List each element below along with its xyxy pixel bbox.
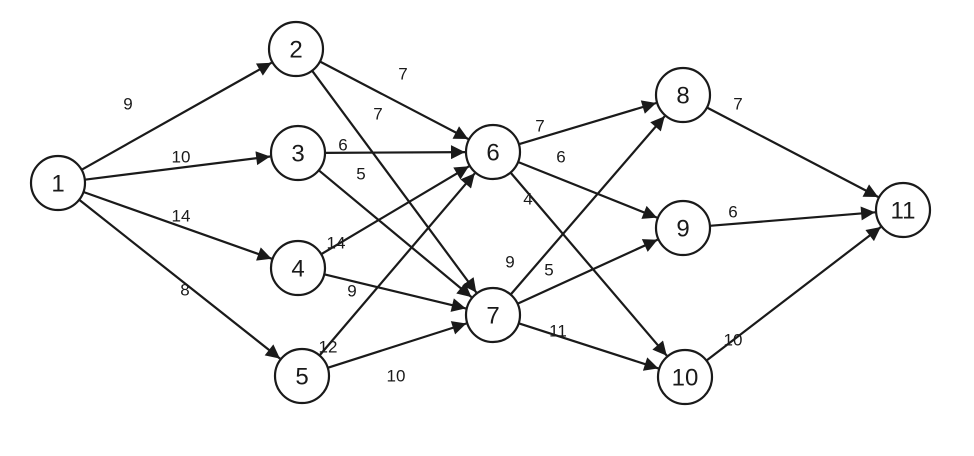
edge-1-to-5 — [78, 198, 281, 360]
node-circle — [29, 154, 87, 212]
node-label: 10 — [672, 365, 699, 392]
edge-weight-4-to-6: 14 — [327, 234, 346, 253]
edge-5-to-7 — [327, 321, 467, 369]
edge-weight-7-to-10: 11 — [549, 322, 567, 341]
node-circle — [267, 20, 325, 78]
edge-2-to-7 — [311, 70, 478, 294]
node-2: 2 — [267, 20, 325, 78]
edge-10-to-11 — [705, 226, 882, 362]
node-circle — [464, 286, 522, 344]
node-label: 4 — [291, 256, 304, 283]
node-circle — [874, 181, 932, 239]
edge-6-to-9 — [517, 160, 658, 219]
edge-weight-8-to-11: 7 — [733, 95, 742, 114]
edge-3-to-6 — [324, 145, 466, 160]
edge-weight-5-to-7: 10 — [387, 367, 406, 386]
edge-1-to-3 — [84, 151, 271, 181]
edge-7-to-8 — [509, 115, 666, 296]
edge-weight-1-to-4: 14 — [172, 207, 191, 226]
node-circle — [269, 239, 327, 297]
edge-weight-6-to-8: 7 — [535, 117, 544, 136]
edge-weight-3-to-7: 5 — [356, 165, 365, 184]
edge-weight-1-to-5: 8 — [180, 281, 189, 300]
edge-weight-10-to-11: 10 — [724, 331, 743, 350]
node-label: 1 — [51, 171, 64, 198]
edge-weight-3-to-6: 6 — [338, 136, 347, 155]
edge-9-to-11 — [709, 206, 876, 227]
node-6: 6 — [464, 123, 522, 181]
edge-weight-7-to-9: 5 — [544, 261, 553, 280]
edge-7-to-9 — [517, 238, 658, 305]
node-10: 10 — [656, 348, 714, 406]
node-11: 11 — [874, 181, 932, 239]
node-label: 7 — [486, 303, 499, 330]
node-1: 1 — [29, 154, 87, 212]
node-5: 5 — [273, 347, 331, 405]
edge-weight-2-to-7: 7 — [373, 105, 382, 124]
edge-weight-9-to-11: 6 — [728, 203, 737, 222]
edge-6-to-10 — [509, 171, 668, 357]
node-circle — [654, 66, 712, 124]
node-label: 9 — [676, 216, 689, 243]
node-circle — [654, 199, 712, 257]
node-label: 11 — [891, 198, 916, 225]
edge-weight-1-to-3: 10 — [172, 148, 191, 167]
edge-weight-4-to-7: 9 — [347, 282, 356, 301]
node-label: 2 — [289, 37, 302, 64]
node-7: 7 — [464, 286, 522, 344]
edge-5-to-6 — [318, 172, 476, 357]
edge-weight-5-to-6: 12 — [319, 338, 338, 357]
edge-1-to-4 — [83, 190, 272, 261]
edge-weight-6-to-10: 4 — [523, 190, 532, 209]
edge-weight-1-to-2: 9 — [123, 95, 132, 114]
node-circle — [656, 348, 714, 406]
edge-8-to-11 — [706, 106, 879, 198]
edge-7-to-10 — [518, 322, 659, 371]
node-8: 8 — [654, 66, 712, 124]
edge-weight-7-to-8: 9 — [505, 253, 514, 272]
edge-1-to-2 — [80, 61, 273, 171]
edge-6-to-8 — [518, 100, 657, 146]
node-circle — [464, 123, 522, 181]
node-4: 4 — [269, 239, 327, 297]
node-3: 3 — [269, 124, 327, 182]
edge-3-to-7 — [318, 169, 473, 298]
node-label: 6 — [486, 140, 499, 167]
edge-4-to-7 — [323, 273, 467, 312]
edge-weight-6-to-9: 6 — [556, 148, 565, 167]
edge-2-to-6 — [319, 60, 469, 140]
node-label: 5 — [295, 364, 308, 391]
edge-weight-2-to-6: 7 — [398, 65, 407, 84]
node-9: 9 — [654, 199, 712, 257]
node-label: 8 — [676, 83, 689, 110]
node-label: 3 — [291, 141, 304, 168]
node-circle — [273, 347, 331, 405]
node-circle — [269, 124, 327, 182]
edges-layer — [78, 60, 882, 371]
edge-4-to-6 — [320, 165, 470, 256]
